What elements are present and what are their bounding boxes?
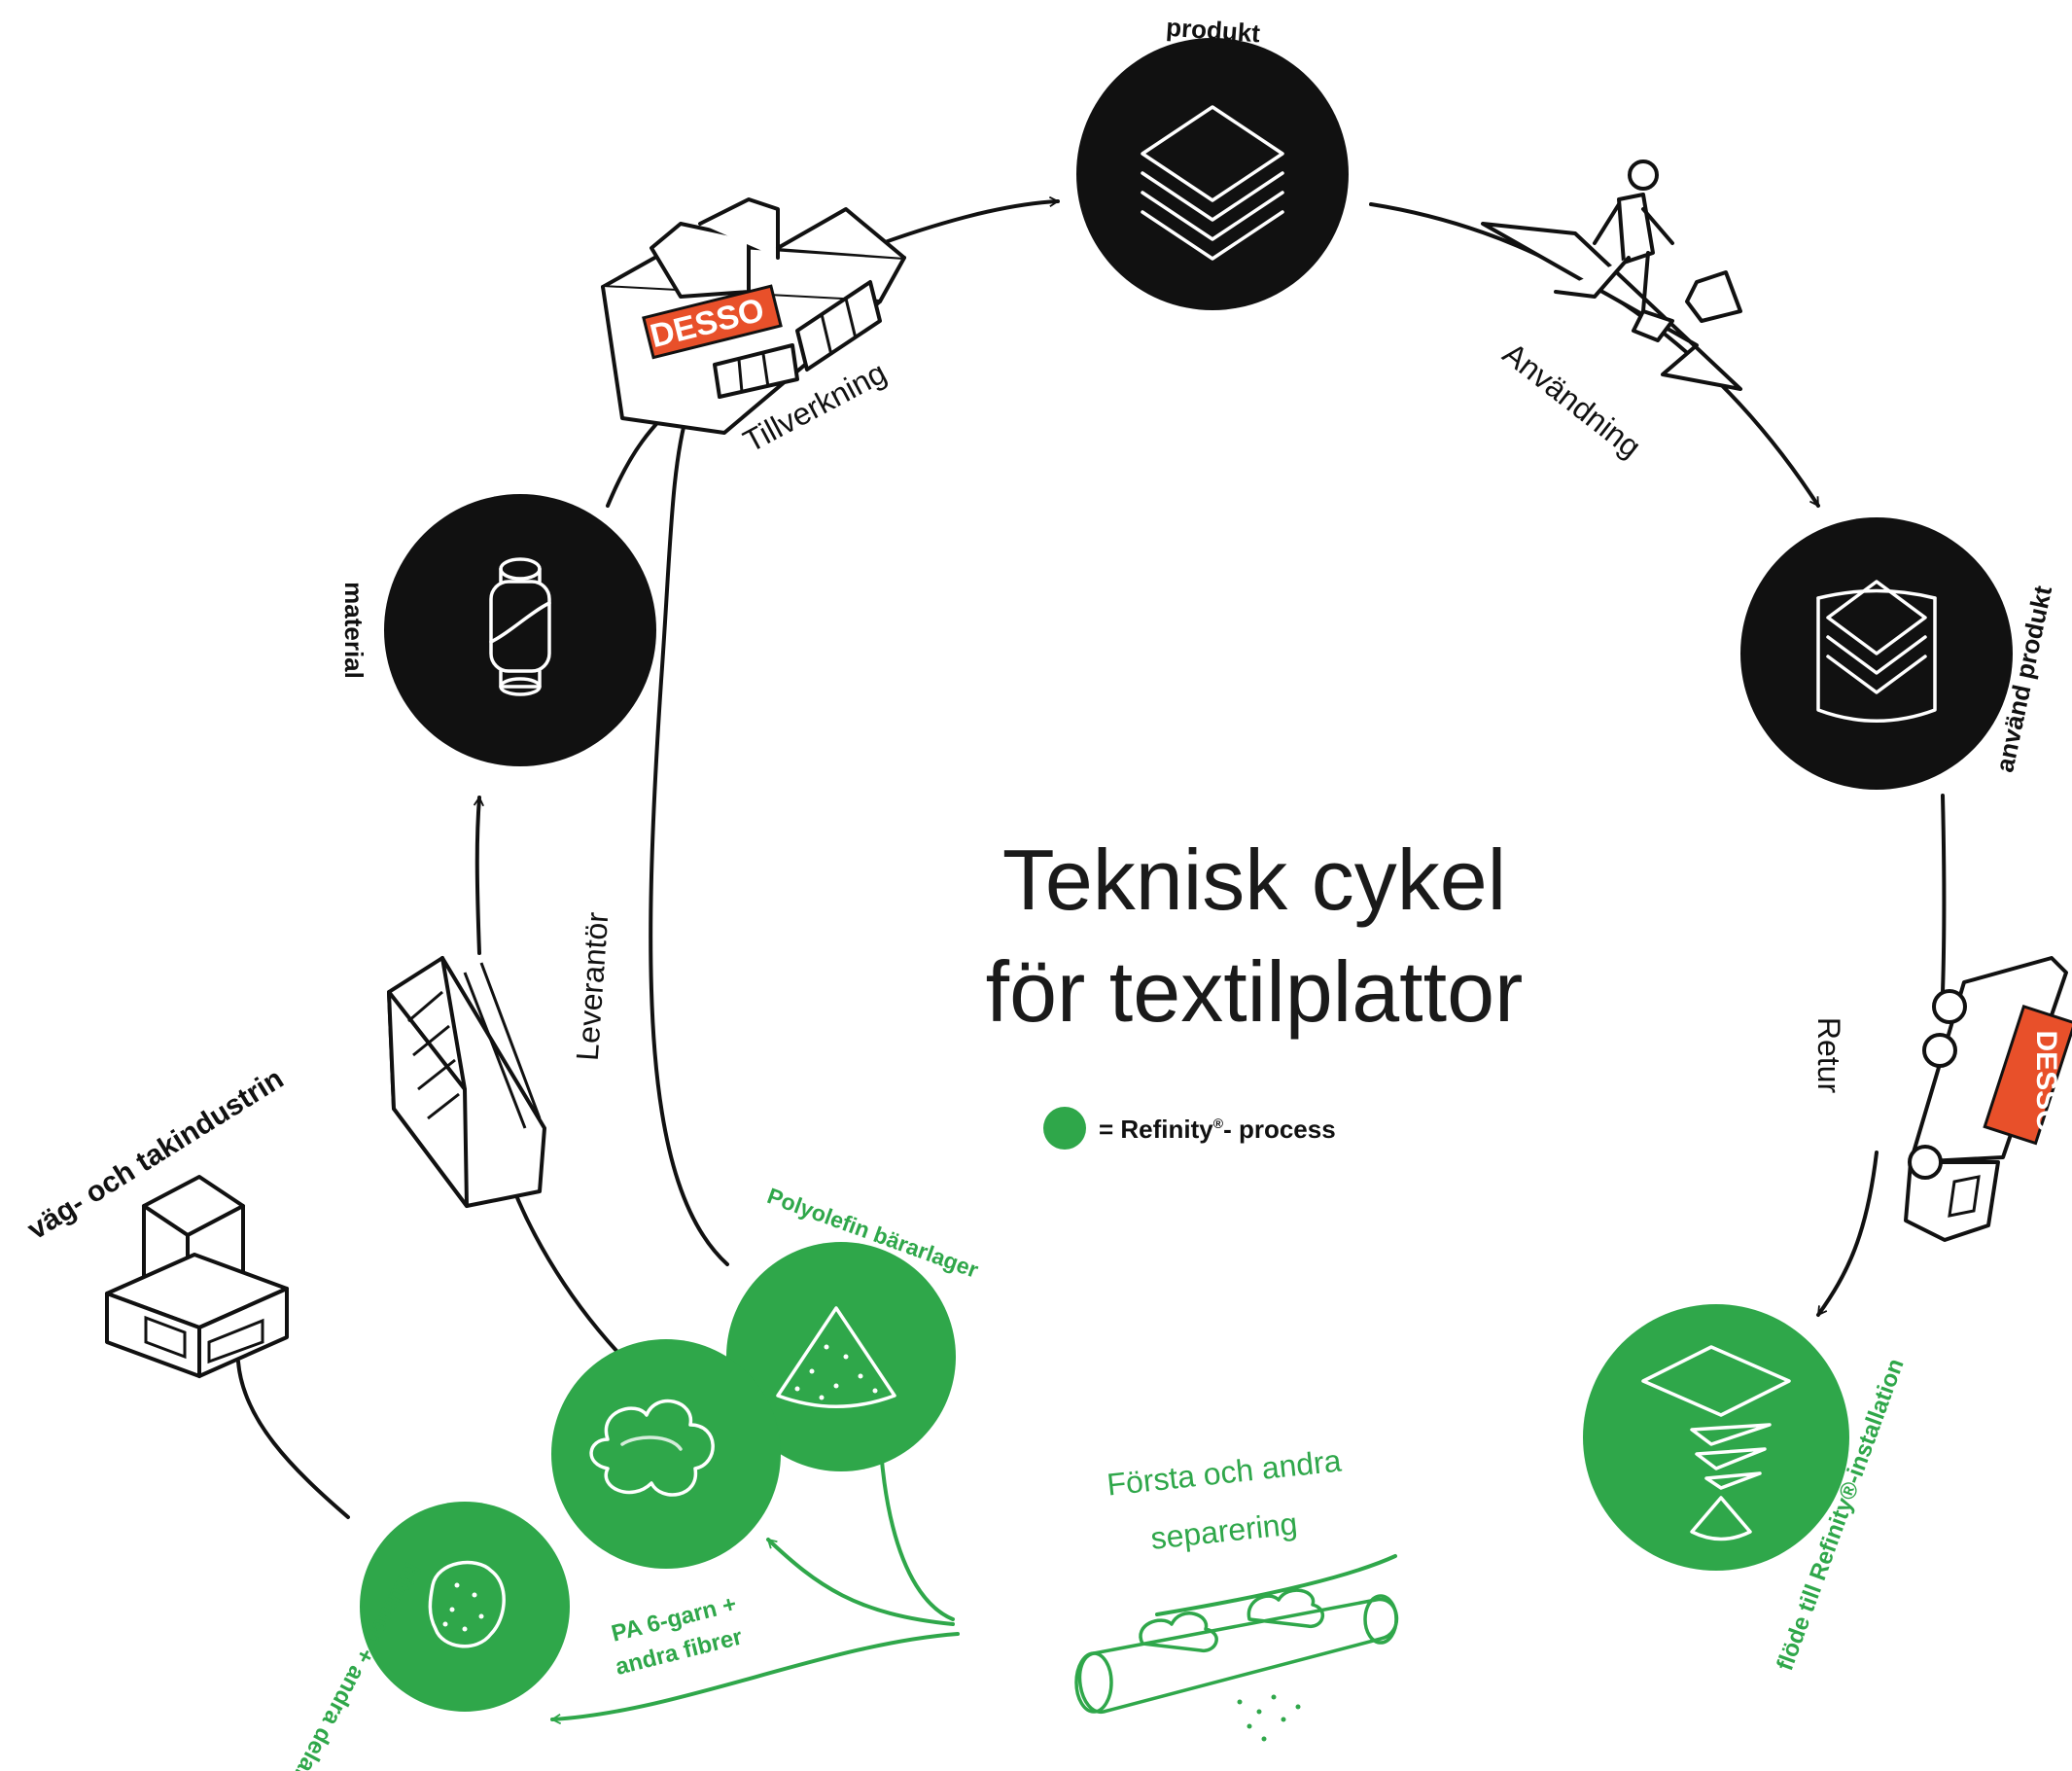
node-bitumen: bitumen + andra delar	[288, 1502, 570, 1771]
truck-icon: DESSO	[1904, 956, 2072, 1242]
line-used-to-truck	[1941, 794, 1947, 994]
arrow-to-material	[473, 796, 484, 955]
yarn-spool-icon	[489, 557, 551, 696]
node-produkt: produkt	[1076, 13, 1349, 310]
fiber-cloud-icon	[589, 1399, 715, 1497]
legend: = Refinity®- process	[1043, 1107, 1336, 1150]
industry-building-icon	[105, 1175, 289, 1378]
node-material: material	[339, 494, 656, 766]
supplier-building-icon	[387, 956, 546, 1208]
node-anvand-produkt: använd produkt	[1740, 517, 2057, 790]
diagram-title-line2: för textilplattor	[986, 943, 1524, 1040]
cycle-lines	[236, 195, 1947, 1519]
legend-text: = Refinity®- process	[1099, 1115, 1336, 1144]
arrow-to-pa6	[766, 1538, 955, 1626]
used-layers-icon	[1816, 580, 1937, 723]
conveyor-belt-icon	[1074, 1588, 1398, 1742]
layers-icon	[1141, 105, 1284, 261]
step-separering-line2: separering	[1149, 1505, 1299, 1556]
refinity-separation-icon	[1641, 1345, 1791, 1541]
arrow-to-refinity	[1816, 1151, 1879, 1317]
node-refinity-installation: flöde till Refinity®-installation	[1583, 1304, 1910, 1674]
line-bitumen-to-industry	[236, 1360, 350, 1519]
truck-desso-label: DESSO	[2030, 1030, 2062, 1132]
label-material: material	[339, 582, 369, 679]
walking-person-icon	[1481, 159, 1742, 391]
step-leverantor: Leverantör	[570, 910, 615, 1061]
granules-cone-icon	[776, 1306, 896, 1408]
node-pa6: PA 6-garn + andra fibrer	[551, 1339, 781, 1681]
bitumen-chunk-icon	[428, 1560, 506, 1648]
label-produkt: produkt	[1165, 13, 1261, 49]
step-retur: Retur	[1811, 1017, 1846, 1094]
step-anvandning: Användning	[1496, 336, 1647, 464]
line-polyolefin-to-factory	[649, 407, 729, 1266]
line-refinity-to-separation	[1155, 1554, 1397, 1616]
diagram-title-line1: Teknisk cykel	[1002, 832, 1506, 928]
factory-icon: DESSO	[601, 197, 906, 435]
step-separering-line1: Första och andra	[1106, 1442, 1344, 1502]
arrow-to-bitumen	[550, 1632, 960, 1725]
legend-green-dot	[1043, 1107, 1086, 1150]
